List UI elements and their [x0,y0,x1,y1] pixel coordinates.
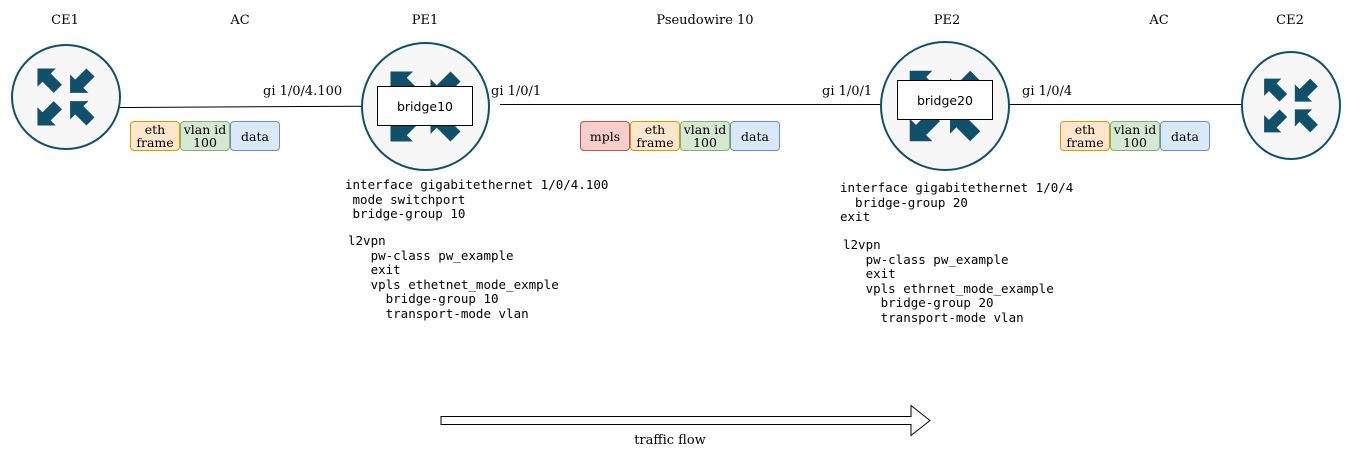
traffic-flow-arrow-icon [440,404,931,437]
frame-right: eth frame vlan id 100 data [1060,121,1210,151]
ce1-label: CE1 [51,13,79,28]
pe2-core-interface: gi 1/0/1 [822,84,873,99]
router-arrows-icon [1264,78,1318,133]
eth-frame-cell: eth frame [1060,121,1110,151]
pe1-ac-interface: gi 1/0/4.100 [263,84,343,99]
ac-left-link [117,105,362,108]
ac-right-link [1010,104,1272,105]
pe2-l2vpn-config: l2vpn pw-class pw_example exit vpls ethr… [843,237,1054,325]
pe1-core-interface: gi 1/0/1 [491,84,542,99]
pe1-label: PE1 [411,13,439,28]
pe1-bridge-box: bridge10 [377,86,473,126]
mpls-cell: mpls [580,121,630,151]
eth-frame-cell: eth frame [130,121,180,151]
data-cell: data [730,121,780,151]
traffic-flow-label: traffic flow [634,433,706,448]
pseudowire-label: Pseudowire 10 [656,13,754,28]
pe2-interface-config: interface gigabitethernet 1/0/4 bridge-g… [840,180,1074,224]
router-arrows-icon [37,68,95,126]
frame-left: eth frame vlan id 100 data [130,121,280,151]
pe1-interface-config: interface gigabitethernet 1/0/4.100 mode… [345,177,609,221]
ac-left-label: AC [230,13,250,28]
pe2-bridge-box: bridge20 [897,80,993,120]
eth-frame-cell: eth frame [630,121,680,151]
pe2-ac-interface: gi 1/0/4 [1022,84,1073,99]
pe2-label: PE2 [933,13,961,28]
ce2-label: CE2 [1276,13,1304,28]
vlan-id-cell: vlan id 100 [1110,121,1160,151]
data-cell: data [1160,121,1210,151]
ac-right-label: AC [1149,13,1169,28]
vlan-id-cell: vlan id 100 [180,121,230,151]
ce1-router-icon [11,44,121,150]
data-cell: data [230,121,280,151]
pseudowire-link [500,104,882,105]
pe1-l2vpn-config: l2vpn pw-class pw_example exit vpls ethe… [348,233,559,321]
frame-middle: mpls eth frame vlan id 100 data [580,121,780,151]
ce2-router-icon [1241,51,1341,160]
vlan-id-cell: vlan id 100 [680,121,730,151]
